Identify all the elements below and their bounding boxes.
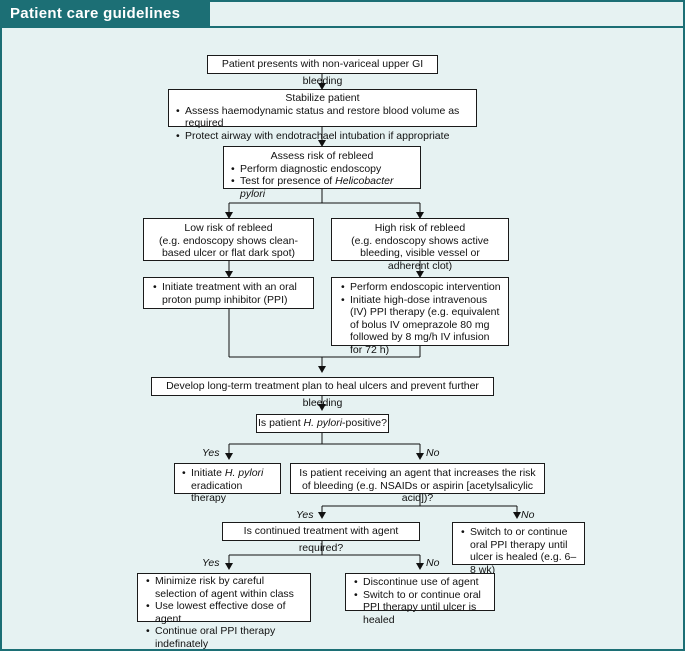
low-risk-title: Low risk of rebleed xyxy=(184,222,273,234)
label-cont-no: No xyxy=(426,557,440,569)
hp-q-suffix: -positive? xyxy=(342,417,387,429)
node-presents-text: Patient presents with non-variceal upper… xyxy=(221,58,424,87)
node-endoscopic: Perform endoscopic intervention Initiate… xyxy=(331,277,509,356)
label-hp-yes: Yes xyxy=(202,447,220,459)
node-eradication: Initiate H. pylori eradication therapy xyxy=(174,463,281,504)
node-long-term: Develop long-term treatment plan to heal… xyxy=(151,377,494,409)
low-risk-desc: (e.g. endoscopy shows clean-based ulcer … xyxy=(159,234,298,260)
header-rule xyxy=(0,26,685,28)
assess-title: Assess risk of rebleed xyxy=(270,150,374,162)
assess-item: Perform diagnostic endoscopy xyxy=(231,163,416,176)
stabilize-item: Assess haemodynamic status and restore b… xyxy=(176,105,472,130)
node-stabilize: Stabilize patient Assess haemodynamic st… xyxy=(168,89,477,142)
eradication-suffix: eradication therapy xyxy=(191,479,243,505)
long-term-text: Develop long-term treatment plan to heal… xyxy=(166,380,479,409)
minimize-item: Use lowest effective dose of agent xyxy=(146,600,305,625)
hp-q-prefix: Is patient xyxy=(258,417,304,429)
discontinue-item: Discontinue use of agent xyxy=(354,576,489,589)
endoscopic-item: Initiate high-dose intravenous (IV) PPI … xyxy=(341,294,502,357)
eradication-prefix: Initiate xyxy=(191,467,225,479)
label-agent-yes: Yes xyxy=(296,509,314,521)
stabilize-item: Protect airway with endotrachael intubat… xyxy=(176,130,472,143)
node-high-risk: High risk of rebleed (e.g. endoscopy sho… xyxy=(331,218,509,272)
assess-item-hp-italic: Helicobacter pylori xyxy=(240,175,394,200)
assess-item-hp-prefix: Test for presence of xyxy=(240,175,336,187)
node-low-risk: Low risk of rebleed (e.g. endoscopy show… xyxy=(143,218,314,261)
eradication-italic: H. pylori xyxy=(224,467,264,479)
discontinue-item: Switch to or continue oral PPI therapy u… xyxy=(354,589,489,627)
hp-q-italic: H. pylori xyxy=(303,417,343,429)
node-hpylori-question: Is patient H. pylori-positive? xyxy=(256,414,389,433)
panel-title: Patient care guidelines xyxy=(0,0,210,28)
node-continued-question: Is continued treatment with agent requir… xyxy=(222,522,420,554)
node-agent-question: Is patient receiving an agent that incre… xyxy=(290,463,545,504)
continued-question-text: Is continued treatment with agent requir… xyxy=(243,525,399,554)
label-cont-yes: Yes xyxy=(202,557,220,569)
agent-question-text: Is patient receiving an agent that incre… xyxy=(299,467,536,504)
node-switch-oral: Switch to or continue oral PPI therapy u… xyxy=(452,522,585,576)
minimize-item: Minimize risk by careful selection of ag… xyxy=(146,575,305,600)
label-agent-no: No xyxy=(521,509,535,521)
node-oral-ppi: Initiate treatment with an oral proton p… xyxy=(143,277,314,309)
eradication-item: Initiate H. pylori eradication therapy xyxy=(182,467,276,505)
node-assess: Assess risk of rebleed Perform diagnosti… xyxy=(223,146,421,200)
oral-ppi-item: Initiate treatment with an oral proton p… xyxy=(153,281,307,306)
minimize-item: Continue oral PPI therapy indefinately xyxy=(146,625,305,650)
assess-item-hp: Test for presence of Helicobacter pylori xyxy=(231,175,416,200)
endoscopic-item: Perform endoscopic intervention xyxy=(341,281,502,294)
node-discontinue: Discontinue use of agent Switch to or co… xyxy=(345,573,495,626)
node-presents: Patient presents with non-variceal upper… xyxy=(207,55,438,87)
node-minimize: Minimize risk by careful selection of ag… xyxy=(137,573,311,650)
stabilize-title: Stabilize patient xyxy=(285,92,360,104)
high-risk-title: High risk of rebleed xyxy=(374,222,466,234)
high-risk-desc: (e.g. endoscopy shows active bleeding, v… xyxy=(351,234,489,272)
switch-oral-item: Switch to or continue oral PPI therapy u… xyxy=(461,526,579,576)
label-hp-no: No xyxy=(426,447,440,459)
